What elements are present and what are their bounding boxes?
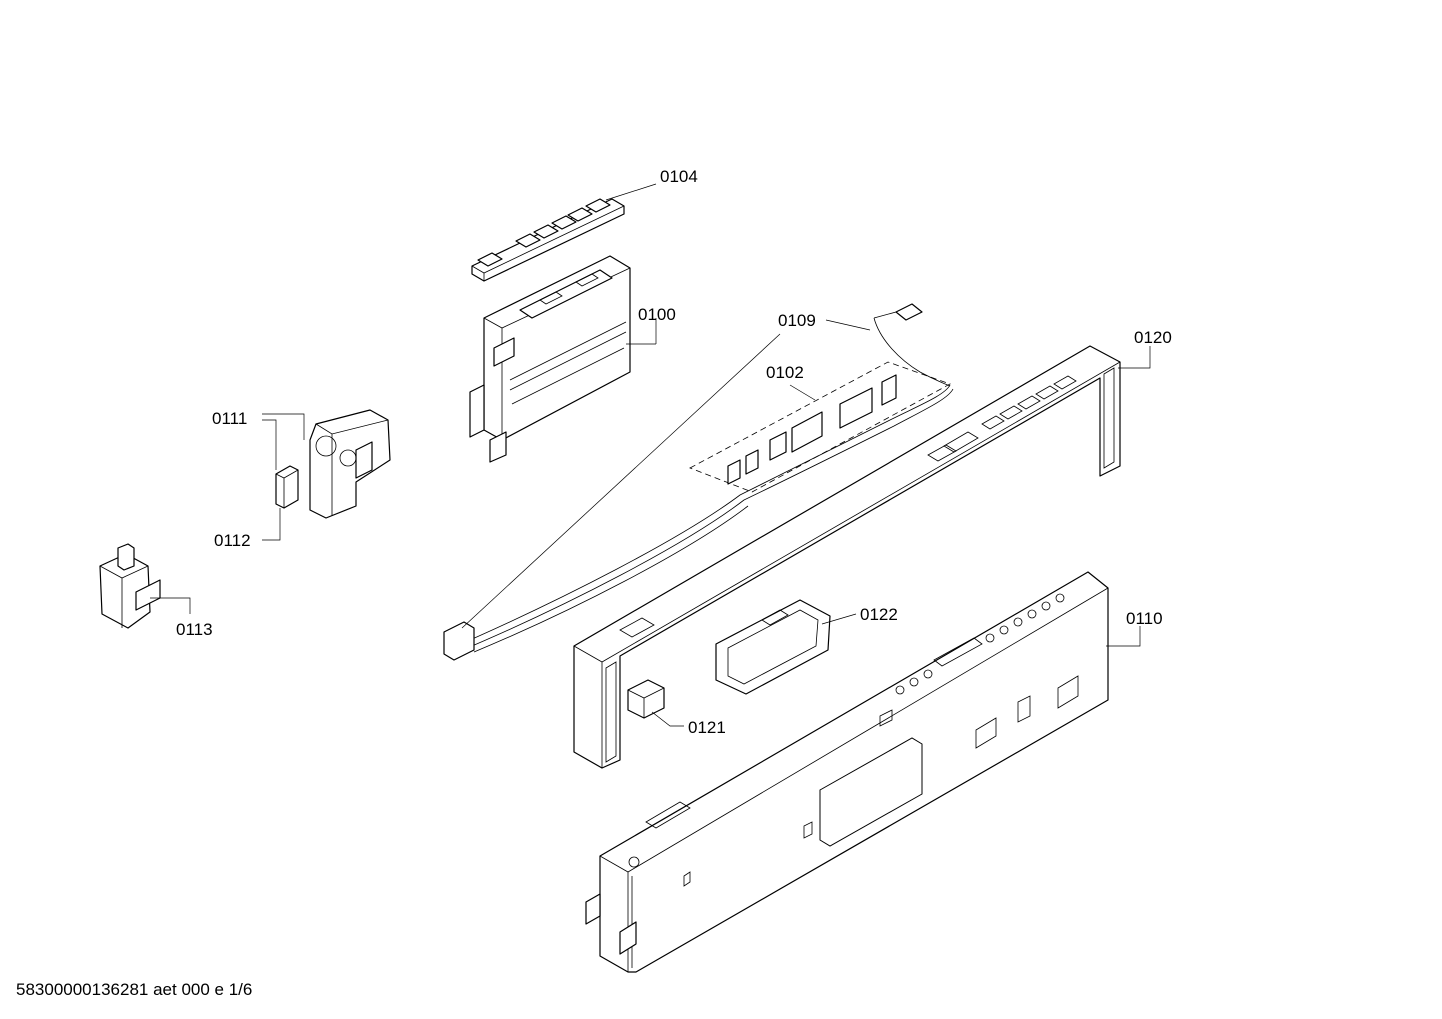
- leader-0109-b: [825, 319, 871, 331]
- leader-0122: [821, 613, 857, 625]
- callout-0109: 0109: [778, 311, 816, 330]
- part-0120-panel-trim: [573, 345, 1121, 769]
- part-0113-switch: [99, 543, 161, 629]
- part-0122-handle: [715, 599, 831, 695]
- callout-0110: 0110: [1126, 609, 1163, 628]
- part-0121-cover: [627, 679, 665, 719]
- part-0109-cable-harness: [443, 303, 954, 661]
- leader-0102: [789, 384, 816, 401]
- part-0104-key-strip: [471, 198, 625, 282]
- part-0100-control-module: [469, 255, 631, 463]
- part-0102-connector-group: [689, 361, 951, 493]
- leader-0104: [605, 183, 657, 201]
- leader-0111-a: [262, 419, 277, 470]
- part-0111-door-lock: [309, 409, 391, 519]
- leader-0121: [651, 711, 684, 727]
- leader-0113: [150, 597, 191, 614]
- leader-0112: [262, 508, 281, 541]
- callout-0104: 0104: [660, 167, 698, 186]
- callout-0122: 0122: [860, 605, 898, 624]
- part-0112-microswitch: [275, 465, 299, 509]
- leader-0110: [1106, 626, 1141, 647]
- callout-0100: 0100: [638, 305, 676, 324]
- callout-0120: 0120: [1134, 328, 1172, 347]
- leader-0111-b: [262, 413, 305, 440]
- callout-0112: 0112: [214, 531, 251, 550]
- callout-0102: 0102: [766, 363, 804, 382]
- leader-0120: [1118, 346, 1151, 369]
- leader-0109-a: [461, 333, 781, 629]
- part-0110-panel-frame: [585, 571, 1109, 973]
- callout-0121: 0121: [688, 718, 726, 737]
- callout-0113: 0113: [176, 620, 213, 639]
- callout-0111: 0111: [212, 409, 247, 428]
- document-id-footer: 58300000136281 aet 000 e 1/6: [16, 980, 253, 999]
